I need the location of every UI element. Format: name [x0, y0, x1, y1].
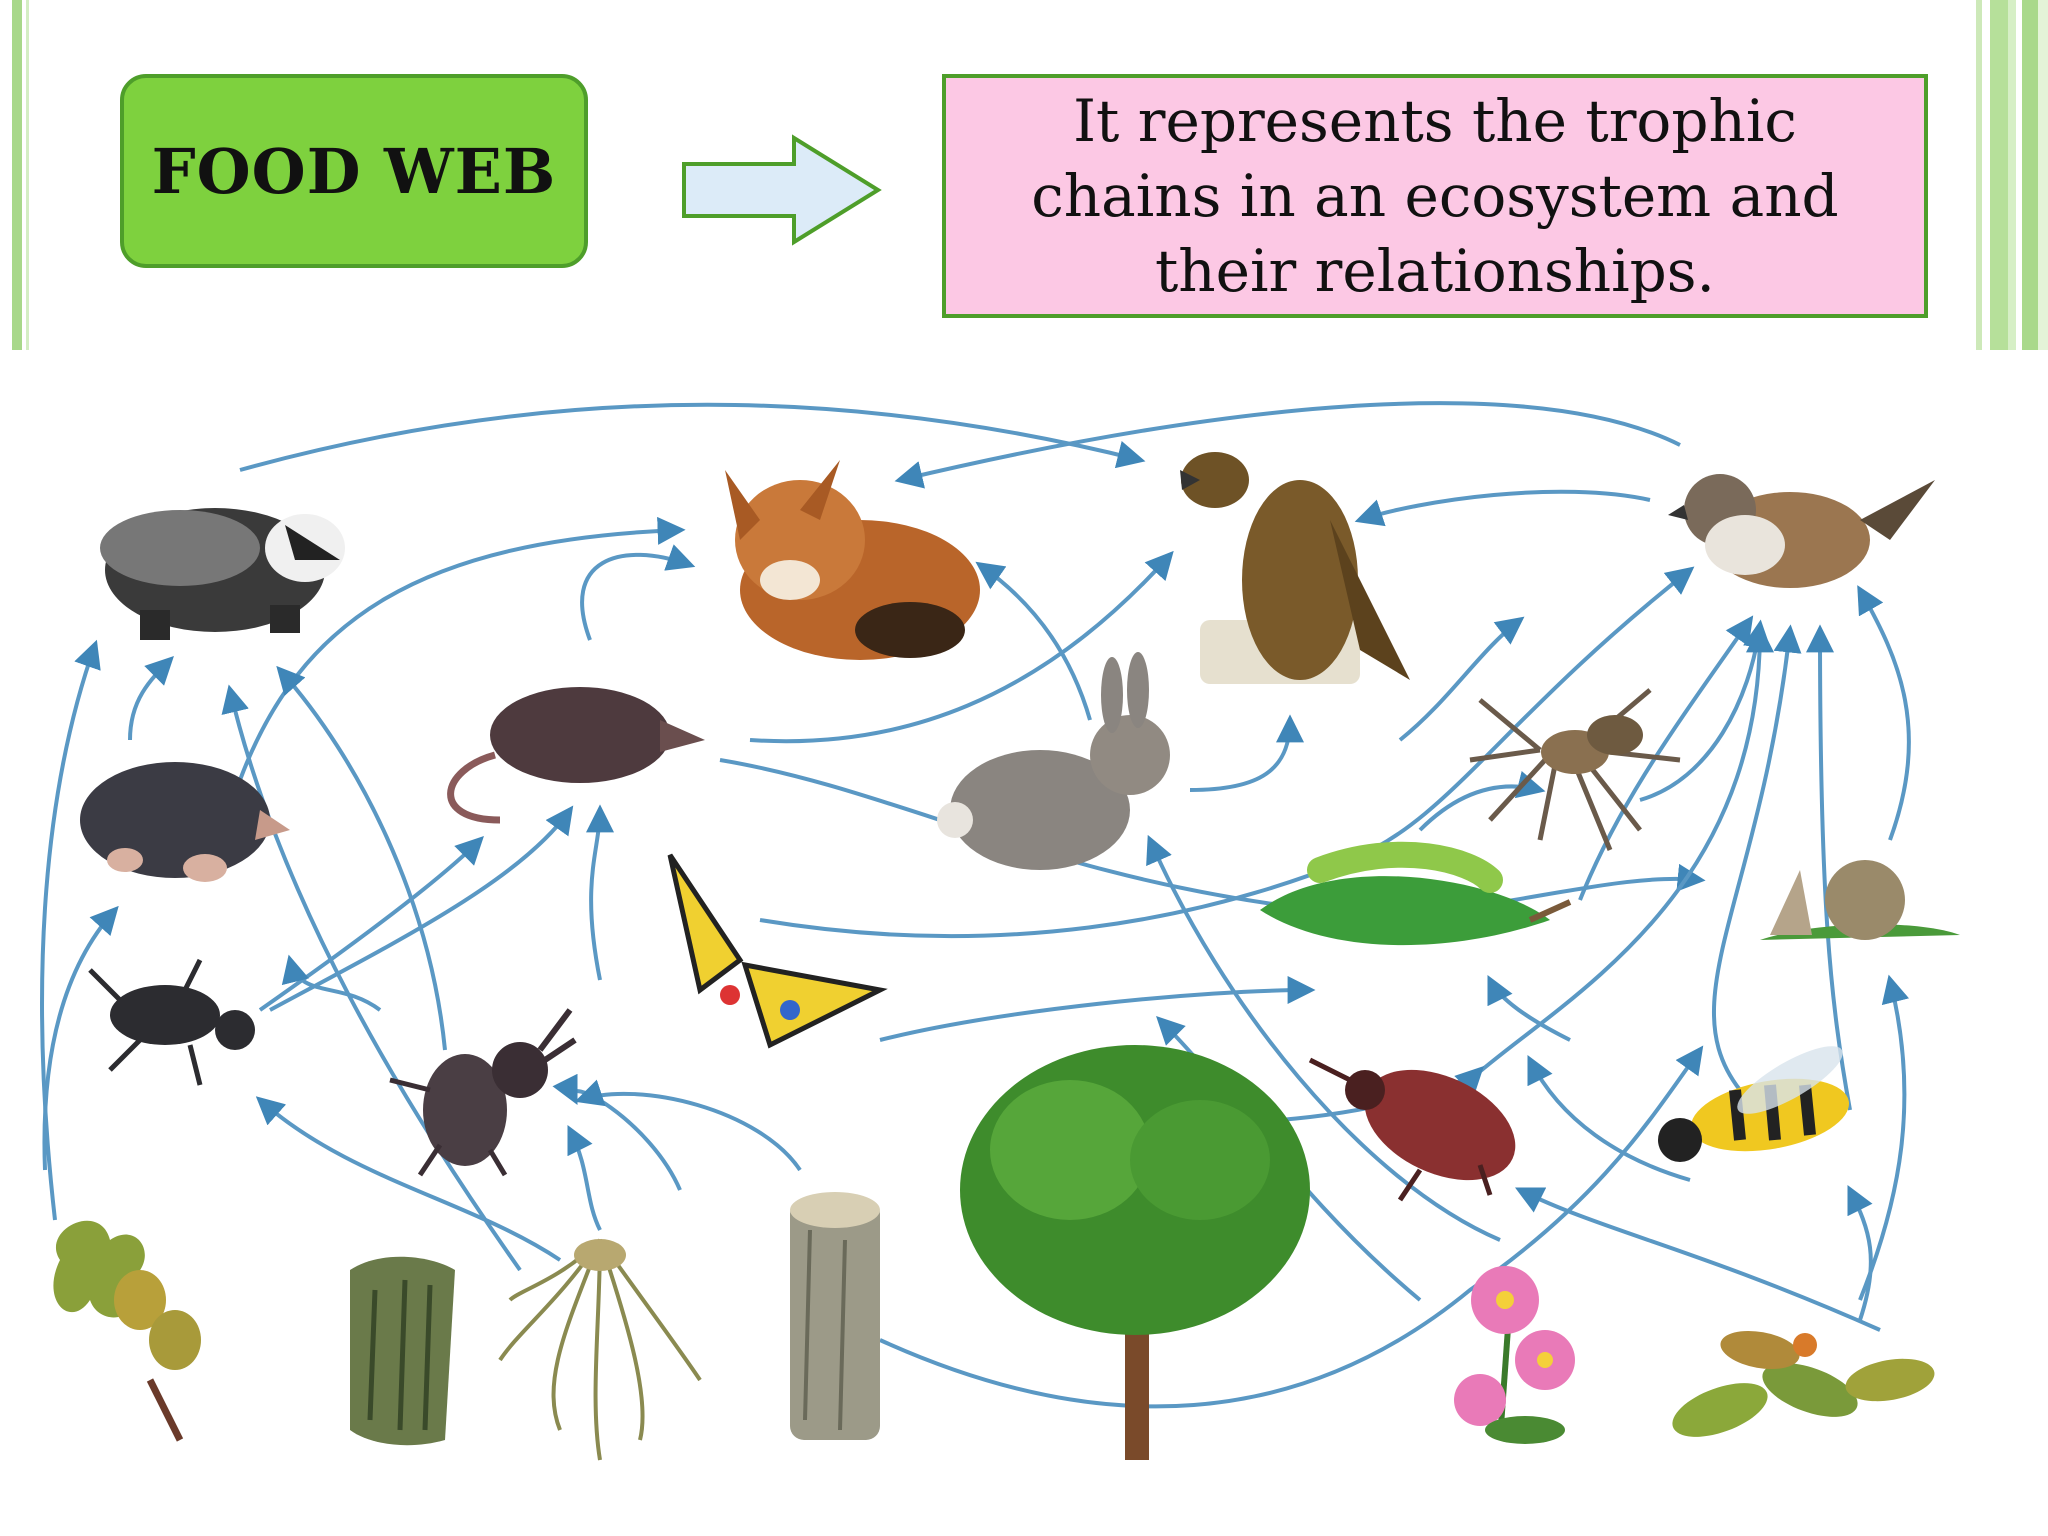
slide-edge-stripes-right [1968, 0, 2048, 350]
definition-text: It represents the trophic chains in an e… [1031, 86, 1839, 305]
fox-illustration [725, 460, 980, 660]
food-web-diagram [40, 401, 1960, 1461]
wasp-illustration [1658, 1046, 1850, 1162]
slide-edge-stripe-left [12, 0, 22, 350]
swallowtail-butterfly-illustration [667, 853, 888, 1049]
spider-illustration [1469, 688, 1681, 851]
food-web-title-box: FOOD WEB [120, 74, 588, 268]
shield-bug-illustration [1308, 1057, 1516, 1202]
shrew-illustration [447, 687, 705, 824]
flowers-illustration [1454, 1266, 1575, 1444]
eagle-illustration [1180, 452, 1410, 684]
stag-beetle-illustration [389, 1008, 577, 1177]
tree-illustration [960, 1045, 1310, 1460]
snail-illustration [1760, 860, 1960, 940]
sparrow-illustration [1668, 474, 1935, 588]
bark-illustration [350, 1256, 455, 1446]
slide-edge-stripe-left-thin [26, 0, 29, 350]
mole-illustration [80, 762, 290, 882]
tree-stump-illustration [790, 1192, 880, 1440]
ground-beetle-illustration [88, 958, 255, 1086]
leaves-illustration [1672, 1330, 1935, 1437]
oak-acorns-illustration [53, 1220, 201, 1442]
food-web-title: FOOD WEB [151, 134, 557, 208]
roots-illustration [498, 1238, 702, 1461]
right-arrow-icon [682, 134, 882, 246]
badger-illustration [100, 508, 345, 640]
caterpillar-illustration [1260, 841, 1572, 946]
definition-box: It represents the trophic chains in an e… [942, 74, 1928, 318]
rabbit-illustration [937, 652, 1170, 870]
